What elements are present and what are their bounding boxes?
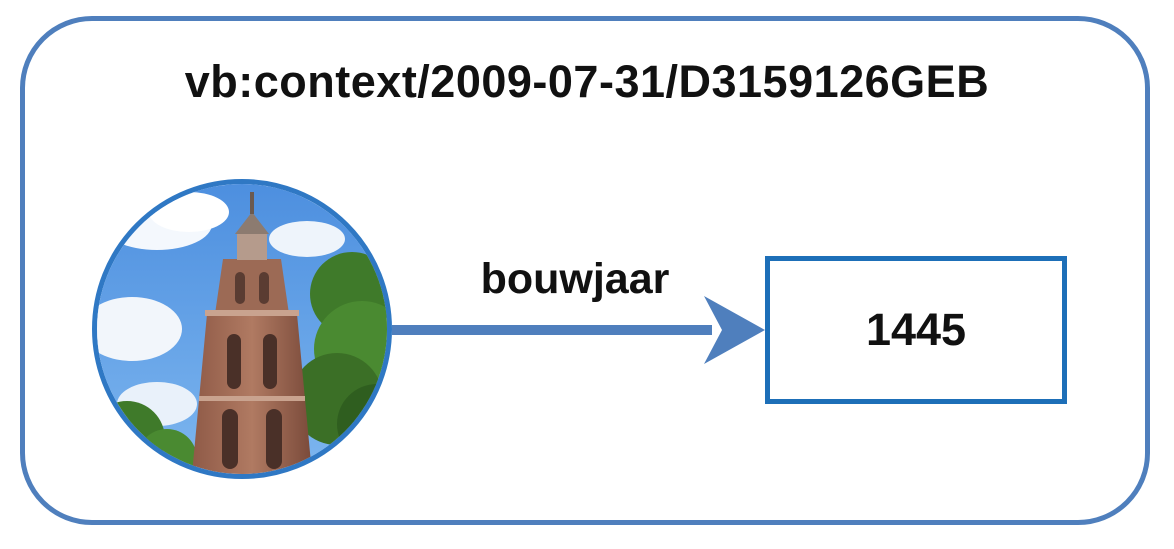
church-tower-photo xyxy=(97,184,387,474)
object-value: 1445 xyxy=(865,304,967,355)
context-title: vb:context/2009-07-31/D3159126GEB xyxy=(184,56,990,107)
predicate-label: bouwjaar xyxy=(480,255,670,303)
subject-node xyxy=(92,179,392,479)
object-node: 1445 xyxy=(765,256,1067,404)
